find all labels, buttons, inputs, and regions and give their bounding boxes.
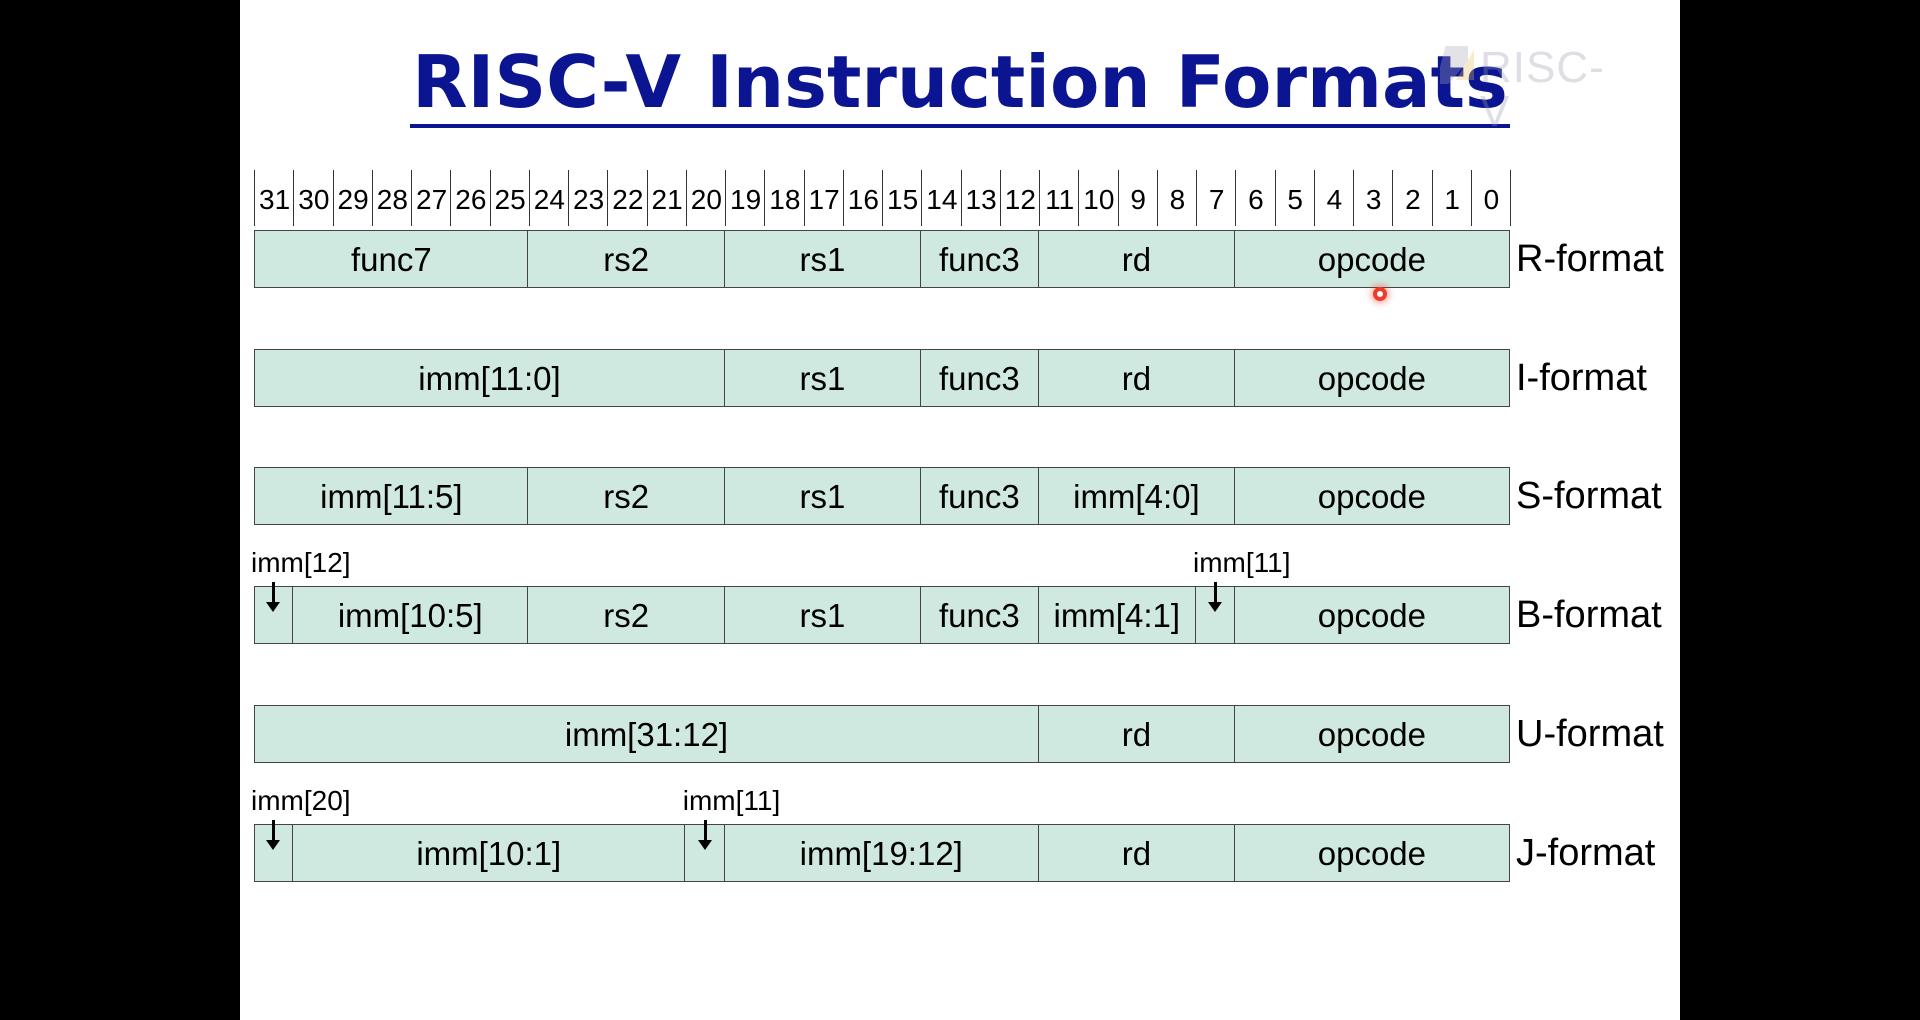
bit-number-5: 5 — [1274, 170, 1315, 226]
pointer-highlight — [1373, 287, 1387, 301]
r-format-field: func7 — [254, 230, 529, 288]
i-format-field: imm[11:0] — [254, 349, 725, 407]
i-format-field: rs1 — [723, 349, 922, 407]
s-format-field: func3 — [919, 467, 1039, 525]
i-format-field: func3 — [919, 349, 1039, 407]
bit-number-17: 17 — [803, 170, 844, 226]
bit-number-1: 1 — [1431, 170, 1472, 226]
bit-number-21: 21 — [646, 170, 687, 226]
bit-number-7: 7 — [1196, 170, 1236, 226]
bit-number-26: 26 — [450, 170, 490, 226]
s-format-field: rs2 — [527, 467, 725, 525]
b-format-label: B-format — [1516, 594, 1662, 636]
bit-number-27: 27 — [411, 170, 451, 226]
i-format-field: opcode — [1233, 349, 1510, 407]
bit-number-22: 22 — [607, 170, 647, 226]
b-format-field: imm[4:1] — [1037, 586, 1196, 644]
j-format-bit-annotation: imm[20] — [251, 785, 351, 816]
u-format-label: U-format — [1516, 713, 1664, 755]
bit-number-28: 28 — [371, 170, 412, 226]
bit-number-18: 18 — [764, 170, 804, 226]
bit-number-9: 9 — [1117, 170, 1158, 226]
j-format-field: imm[19:12] — [723, 824, 1039, 882]
bit-number-3: 3 — [1353, 170, 1393, 226]
bit-number-19: 19 — [725, 170, 765, 226]
u-format-field: opcode — [1233, 705, 1510, 763]
r-format-label: R-format — [1516, 238, 1664, 280]
b-format-field: rs2 — [527, 586, 725, 644]
j-format-bit-annotation: imm[11] — [682, 785, 781, 816]
i-format-label: I-format — [1516, 357, 1647, 399]
down-arrow-icon — [1208, 582, 1223, 612]
bit-number-12: 12 — [999, 170, 1040, 226]
r-format-field: rd — [1037, 230, 1236, 288]
bit-number-2: 2 — [1392, 170, 1432, 226]
b-format-bit-annotation: imm[11] — [1193, 547, 1291, 578]
risc-v-logo-text: RISC-V — [1480, 43, 1605, 136]
bit-number-24: 24 — [528, 170, 569, 226]
s-format-field: opcode — [1233, 467, 1510, 525]
u-format-field: imm[31:12] — [254, 705, 1039, 763]
bit-number-20: 20 — [685, 170, 726, 226]
b-format-bit-annotation: imm[12] — [251, 547, 351, 578]
r-format-field: rs1 — [723, 230, 922, 288]
bit-number-16: 16 — [842, 170, 883, 226]
b-format-field: opcode — [1233, 586, 1510, 644]
s-format-label: S-format — [1516, 475, 1662, 517]
bit-number-6: 6 — [1235, 170, 1275, 226]
j-format-field: rd — [1037, 824, 1236, 882]
bit-number-10: 10 — [1078, 170, 1118, 226]
down-arrow-icon — [697, 820, 712, 850]
bit-number-8: 8 — [1156, 170, 1197, 226]
bit-number-25: 25 — [489, 170, 530, 226]
bit-number-23: 23 — [568, 170, 608, 226]
slide-title-text: RISC-V Instruction Formats — [410, 40, 1510, 128]
bit-number-14: 14 — [921, 170, 961, 226]
s-format-field: imm[11:5] — [254, 467, 529, 525]
down-arrow-icon — [266, 820, 281, 850]
bit-number-15: 15 — [882, 170, 922, 226]
i-format-field: rd — [1037, 349, 1236, 407]
bit-number-31: 31 — [254, 170, 294, 226]
bit-number-11: 11 — [1039, 170, 1079, 226]
down-arrow-icon — [266, 582, 281, 612]
bit-number-30: 30 — [293, 170, 333, 226]
j-format-label: J-format — [1516, 832, 1656, 874]
b-format-field: rs1 — [723, 586, 922, 644]
bit-ruler-end — [1510, 170, 1511, 226]
s-format-field: imm[4:0] — [1037, 467, 1236, 525]
bit-number-4: 4 — [1313, 170, 1354, 226]
b-format-field: imm[10:5] — [291, 586, 529, 644]
r-format-field: func3 — [919, 230, 1039, 288]
j-format-field: imm[10:1] — [291, 824, 686, 882]
b-format-field: func3 — [919, 586, 1039, 644]
u-format-field: rd — [1037, 705, 1236, 763]
bit-number-0: 0 — [1470, 170, 1511, 226]
s-format-field: rs1 — [723, 467, 922, 525]
r-format-field: rs2 — [527, 230, 725, 288]
j-format-field: opcode — [1233, 824, 1510, 882]
risc-v-logo: RISC-V — [1436, 42, 1606, 134]
bit-number-13: 13 — [960, 170, 1001, 226]
bit-number-29: 29 — [332, 170, 373, 226]
r-format-field: opcode — [1233, 230, 1510, 288]
slide-title: RISC-V Instruction Formats — [240, 38, 1680, 128]
